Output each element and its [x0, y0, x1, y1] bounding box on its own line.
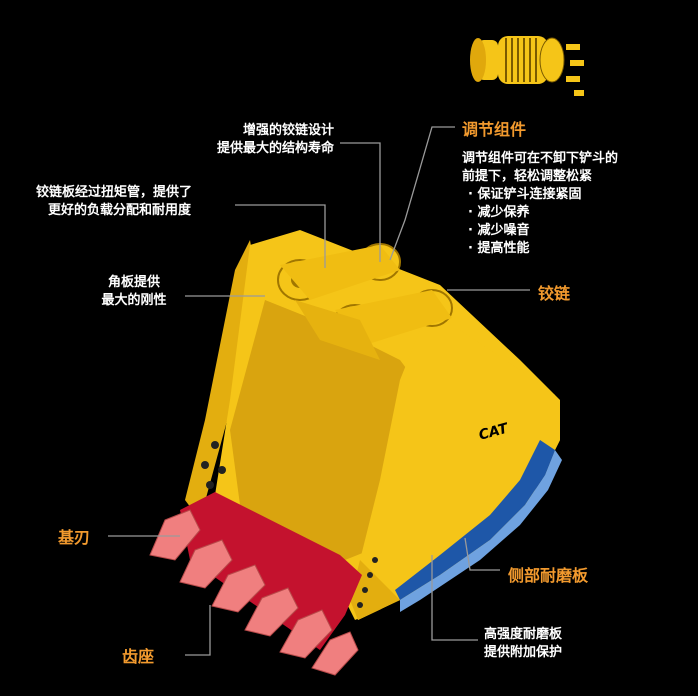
label-adjuster-title: 调节组件 [462, 120, 527, 139]
leader-lines [108, 126, 530, 656]
label-adapter: 齿座 [122, 647, 155, 666]
adjuster-feature-list: 保证铲斗连接紧固 减少保养 减少噪音 提高性能 [462, 186, 618, 258]
label-hinge-design-line1: 增强的铰链设计 [242, 123, 334, 138]
label-side-wear-plate: 侧部耐磨板 [508, 566, 589, 585]
label-wear-plate: 高强度耐磨板 提供附加保护 [484, 626, 562, 662]
label-wear-plate-line2: 提供附加保护 [484, 645, 563, 660]
label-hinge-design: 增强的铰链设计 提供最大的结构寿命 [190, 122, 334, 158]
adjuster-description: 调节组件可在不卸下铲斗的 前提下，轻松调整松紧 保证铲斗连接紧固 减少保养 减少… [462, 150, 618, 258]
adjuster-feature-item: 减少保养 [468, 204, 618, 222]
adjuster-feature-item: 减少噪音 [468, 222, 618, 240]
adjuster-desc-line1: 调节组件可在不卸下铲斗的 [462, 151, 619, 166]
label-wear-plate-line1: 高强度耐磨板 [484, 627, 563, 642]
label-base-edge: 基刃 [58, 528, 91, 547]
teeth [149, 509, 359, 676]
adjuster-desc-line2: 前提下，轻松调整松紧 [462, 169, 593, 184]
adjuster-feature-item: 提高性能 [468, 240, 618, 258]
cutting-edge [180, 492, 362, 650]
bucket-body [185, 230, 562, 620]
label-hinge: 铰链 [538, 284, 571, 303]
label-corner-plate-line1: 角板提供 [107, 275, 160, 290]
cat-logo: CAT [477, 420, 511, 443]
label-hinge-plate: 铰链板经过扭矩管，提供了 更好的负载分配和耐用度 [36, 184, 192, 220]
label-hinge-design-line2: 提供最大的结构寿命 [216, 141, 334, 156]
adjuster-assembly-illustration [470, 36, 584, 96]
label-hinge-plate-line1: 铰链板经过扭矩管，提供了 [36, 185, 193, 200]
label-corner-plate: 角板提供 最大的刚性 [84, 274, 184, 310]
adjuster-feature-item: 保证铲斗连接紧固 [468, 186, 618, 204]
label-corner-plate-line2: 最大的刚性 [101, 293, 167, 308]
label-hinge-plate-line2: 更好的负载分配和耐用度 [48, 203, 192, 218]
